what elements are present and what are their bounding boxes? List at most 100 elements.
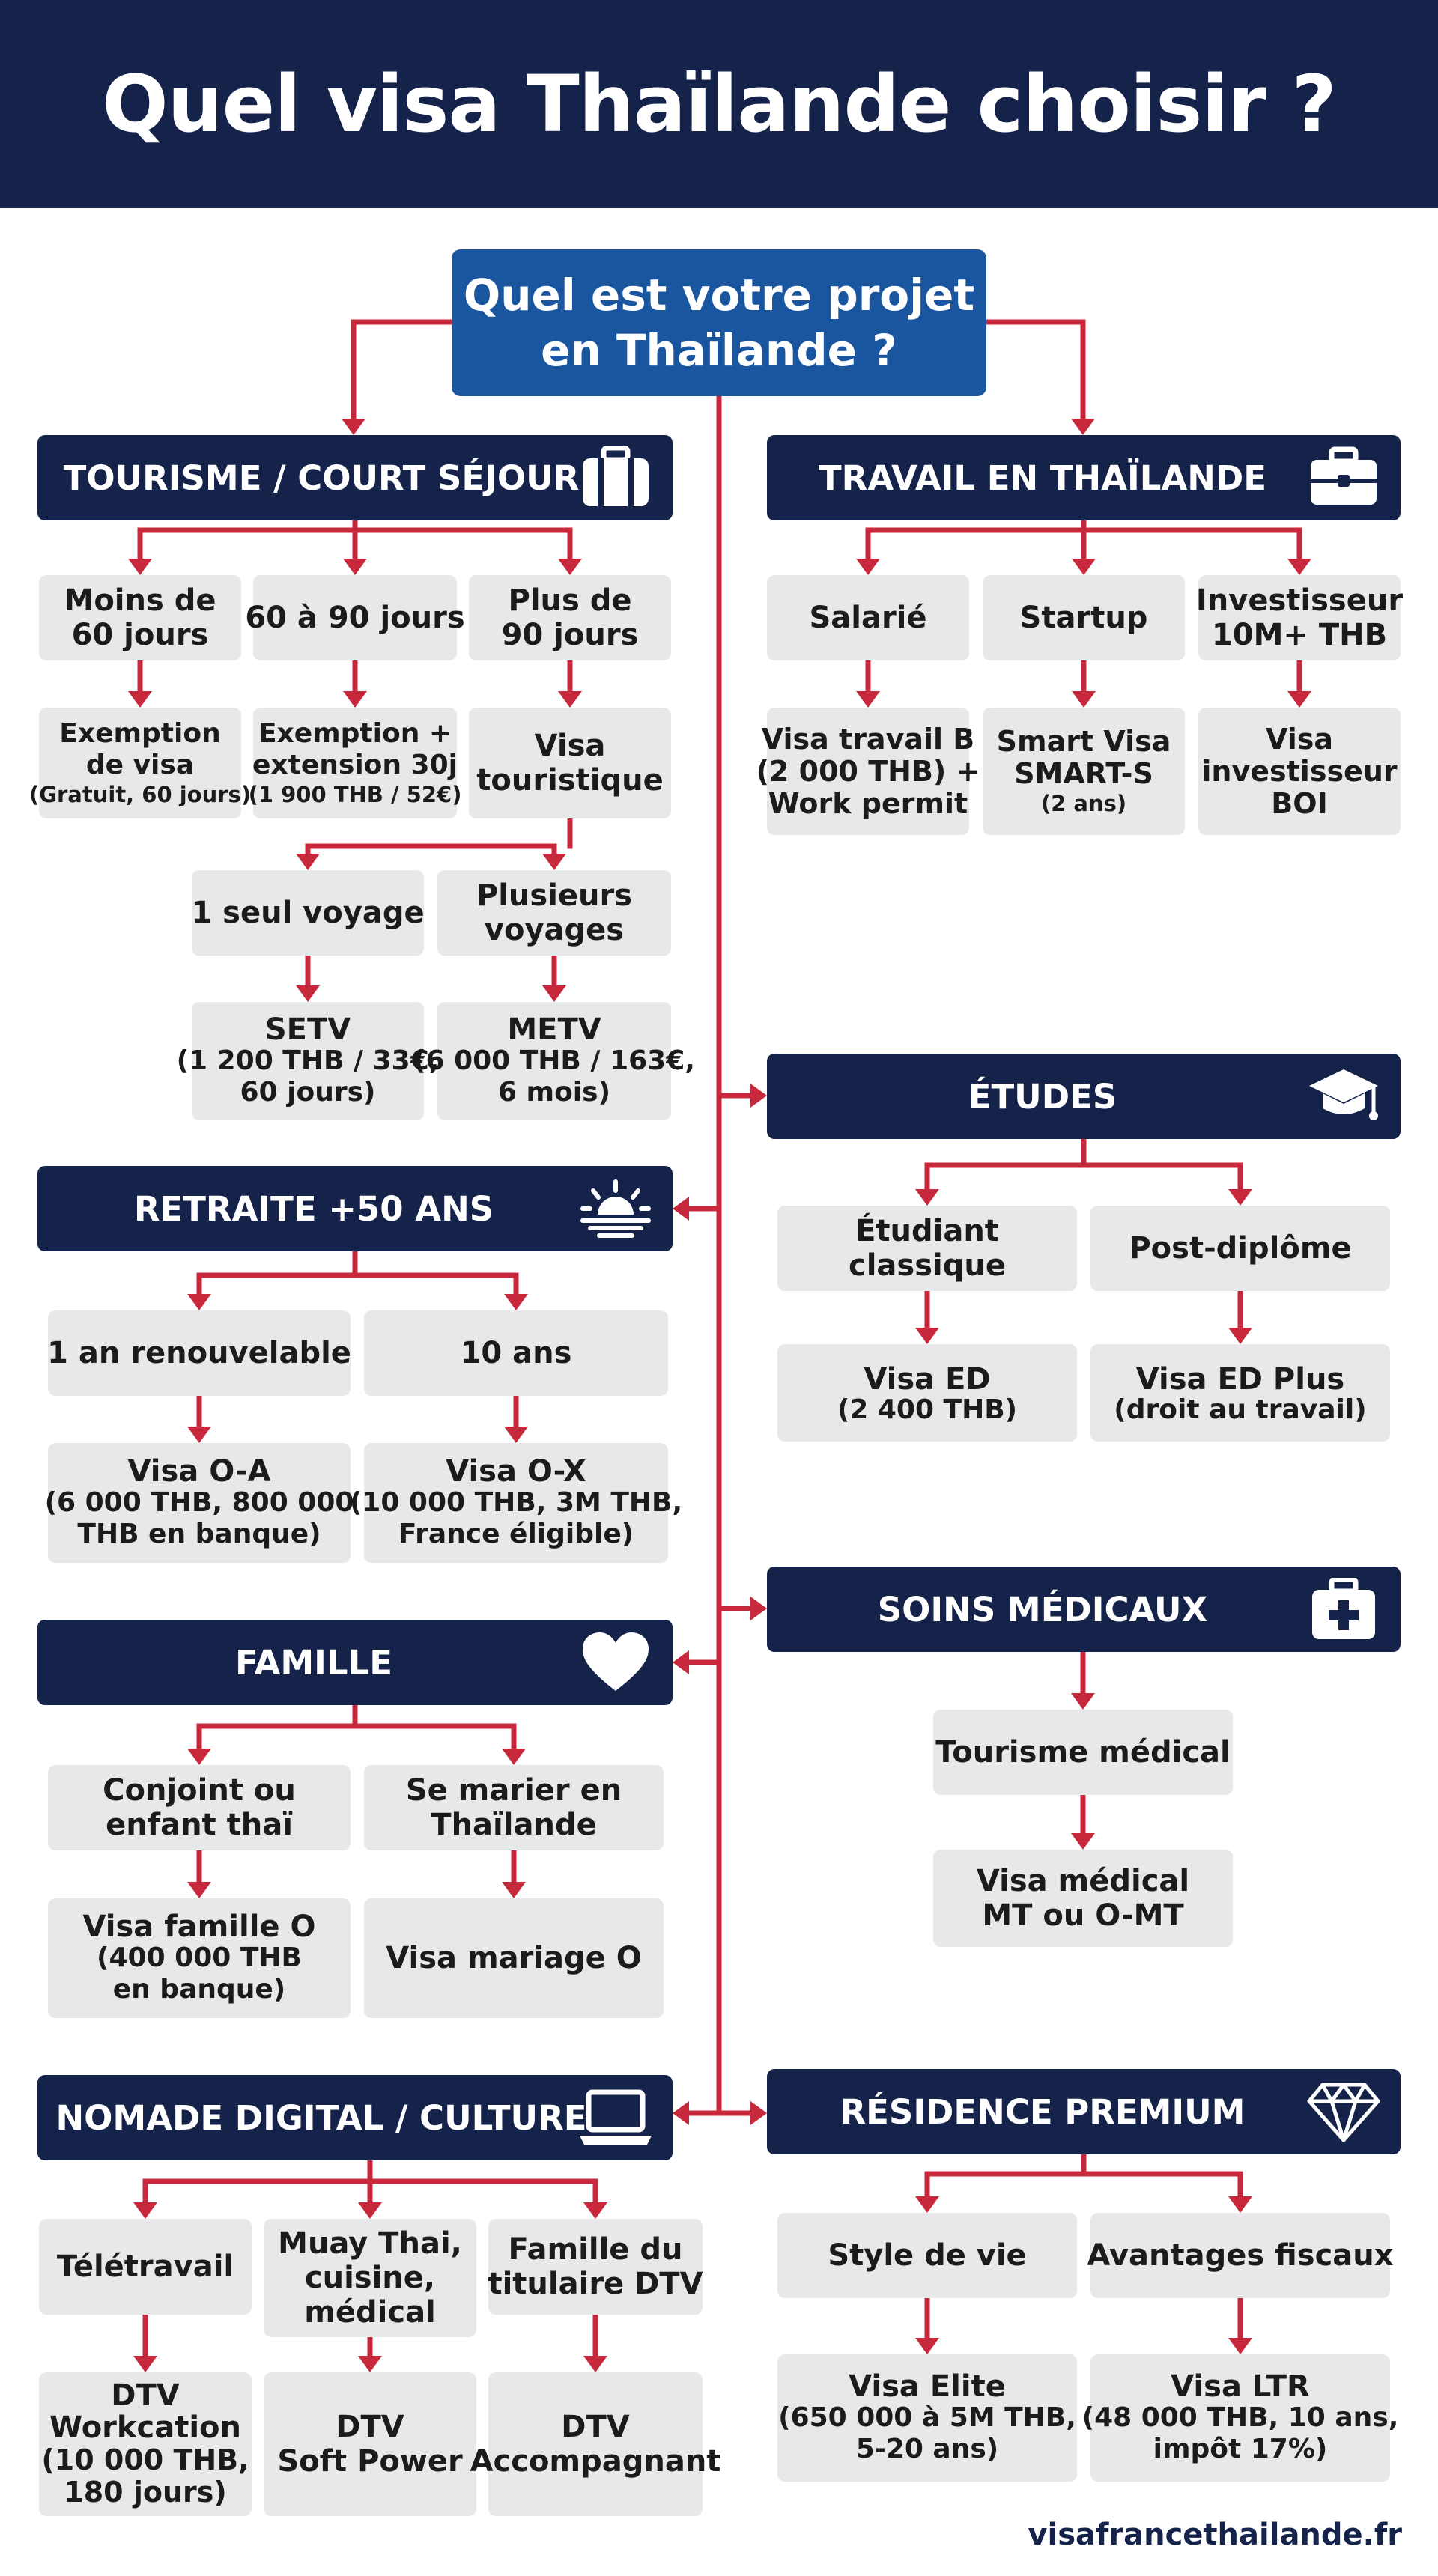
option-text: Plus de: [508, 583, 632, 618]
result-text: Exemption: [59, 718, 221, 749]
option-plusieurs-voyages: Plusieurs voyages: [437, 870, 671, 956]
result-text: Exemption +: [258, 718, 452, 749]
result-text: Visa: [534, 729, 606, 763]
option-text: Famille du: [508, 2232, 683, 2267]
option-text: 10 ans: [460, 1336, 572, 1370]
option-text: titulaire DTV: [488, 2267, 703, 2301]
option-text: 10M+ THB: [1211, 618, 1388, 652]
option-text: 1 seul voyage: [191, 896, 425, 930]
category-soins: SOINS MÉDICAUX: [767, 1567, 1401, 1652]
result-text: Visa médical: [976, 1864, 1190, 1898]
footer-website: visafrancethailande.fr: [1028, 2518, 1402, 2552]
result-visa-o-a: Visa O-A (6 000 THB, 800 000 THB en banq…: [45, 1443, 354, 1563]
result-detail: (2 400 THB): [837, 1394, 1018, 1425]
arrow-head: [343, 691, 367, 708]
arrow-head: [504, 1294, 528, 1310]
result-text: extension 30j: [252, 750, 458, 780]
arrow-head: [1071, 1833, 1095, 1850]
arrow-head: [1071, 419, 1095, 435]
arrow-head: [1071, 1693, 1095, 1710]
category-soins-label: SOINS MÉDICAUX: [877, 1589, 1208, 1629]
result-text: touristique: [476, 763, 664, 798]
result-text: de visa: [85, 750, 195, 780]
result-text: BOI: [1271, 786, 1328, 820]
result-text: DTV: [111, 2378, 180, 2413]
result-detail: 60 jours): [240, 1077, 376, 1108]
arrow-head: [128, 559, 152, 575]
arrow-head: [558, 691, 582, 708]
arrow-head: [1228, 2338, 1252, 2354]
option-text: Style de vie: [828, 2238, 1027, 2273]
option-text: Muay Thai,: [278, 2226, 462, 2261]
option-investisseur: Investisseur 10M+ THB: [1196, 575, 1403, 660]
category-etudes-label: ÉTUDES: [968, 1076, 1117, 1117]
diamond-icon: [1306, 2082, 1381, 2142]
result-dtv-soft-power: DTV Soft Power: [264, 2372, 476, 2516]
briefcase-icon: [1306, 446, 1381, 508]
heart-icon: [578, 1632, 653, 1692]
option-1-an-renouvelable: 1 an renouvelable: [47, 1310, 351, 1396]
result-detail: impôt 17%): [1153, 2434, 1328, 2464]
arrow-head: [673, 1650, 689, 1674]
result-detail: (1 200 THB / 33€,: [176, 1045, 440, 1076]
result-text: MT ou O-MT: [982, 1898, 1184, 1933]
arrow-head: [750, 2101, 767, 2125]
arrow-head: [1287, 691, 1311, 708]
option-text: Thaïlande: [431, 1808, 597, 1842]
arrow-head: [296, 854, 320, 870]
option-text: 1 an renouvelable: [47, 1336, 351, 1370]
result-text: Visa ED: [864, 1362, 991, 1397]
suitcase-icon: [578, 446, 653, 508]
arrow-head: [187, 1882, 211, 1898]
result-text: Visa: [1265, 722, 1334, 756]
result-detail: 180 jours): [64, 2476, 227, 2509]
option-text: Télétravail: [56, 2250, 234, 2284]
arrow-head: [1287, 559, 1311, 575]
option-text: Tourisme médical: [935, 1735, 1231, 1770]
arrow-head: [128, 691, 152, 708]
result-text: Visa famille O: [82, 1910, 316, 1944]
result-visa-mariage-o: Visa mariage O: [364, 1898, 664, 2018]
result-text: DTV: [336, 2410, 404, 2444]
arrow-head: [915, 1328, 939, 1344]
result-detail: en banque): [112, 1974, 286, 2005]
arrow-head: [542, 985, 566, 1002]
option-se-marier: Se marier en Thaïlande: [364, 1765, 664, 1850]
category-nomade: NOMADE DIGITAL / CULTURE: [37, 2075, 673, 2160]
option-text: Conjoint ou: [103, 1773, 296, 1808]
result-text: Visa O-X: [446, 1454, 586, 1489]
result-visa-touristique: Visa touristique: [469, 708, 671, 818]
arrow-head: [915, 2338, 939, 2354]
arrow-head: [1228, 1328, 1252, 1344]
arrow-head: [1228, 1189, 1252, 1206]
category-tourisme-label: TOURISME / COURT SÉJOUR: [63, 458, 580, 498]
arrow-head: [915, 1189, 939, 1206]
option-tourisme-medical: Tourisme médical: [933, 1710, 1233, 1795]
page-title: Quel visa Thaïlande choisir ?: [102, 58, 1337, 150]
arrow-head: [502, 1749, 526, 1765]
result-text: Soft Power: [277, 2444, 463, 2479]
result-text: DTV: [561, 2410, 630, 2444]
option-muay-thai: Muay Thai, cuisine, médical: [264, 2219, 476, 2337]
arrow-head: [558, 559, 582, 575]
arrow-head: [187, 1294, 211, 1310]
result-visa-ed-plus: Visa ED Plus (droit au travail): [1090, 1344, 1390, 1442]
category-travail-label: TRAVAIL EN THAÏLANDE: [818, 458, 1267, 498]
arrow-head: [583, 2356, 607, 2372]
option-text: 60 à 90 jours: [245, 601, 465, 635]
result-text: SETV: [264, 1012, 351, 1047]
option-text: enfant thaï: [106, 1808, 293, 1842]
result-visa-famille-o: Visa famille O (400 000 THB en banque): [48, 1898, 351, 2018]
option-post-diplome: Post-diplôme: [1090, 1206, 1390, 1291]
arrow-head: [1072, 559, 1096, 575]
arrow-head: [1228, 2196, 1252, 2213]
option-1-seul-voyage: 1 seul voyage: [191, 870, 425, 956]
option-teletravail: Télétravail: [39, 2219, 252, 2315]
root-line-1: Quel est votre projet: [463, 270, 975, 321]
result-detail: (48 000 THB, 10 ans,: [1081, 2402, 1399, 2433]
arrow-head: [583, 2202, 607, 2219]
result-text: Visa O-A: [127, 1454, 271, 1489]
option-10-ans: 10 ans: [364, 1310, 668, 1396]
option-moins-60-jours: Moins de 60 jours: [39, 575, 241, 660]
